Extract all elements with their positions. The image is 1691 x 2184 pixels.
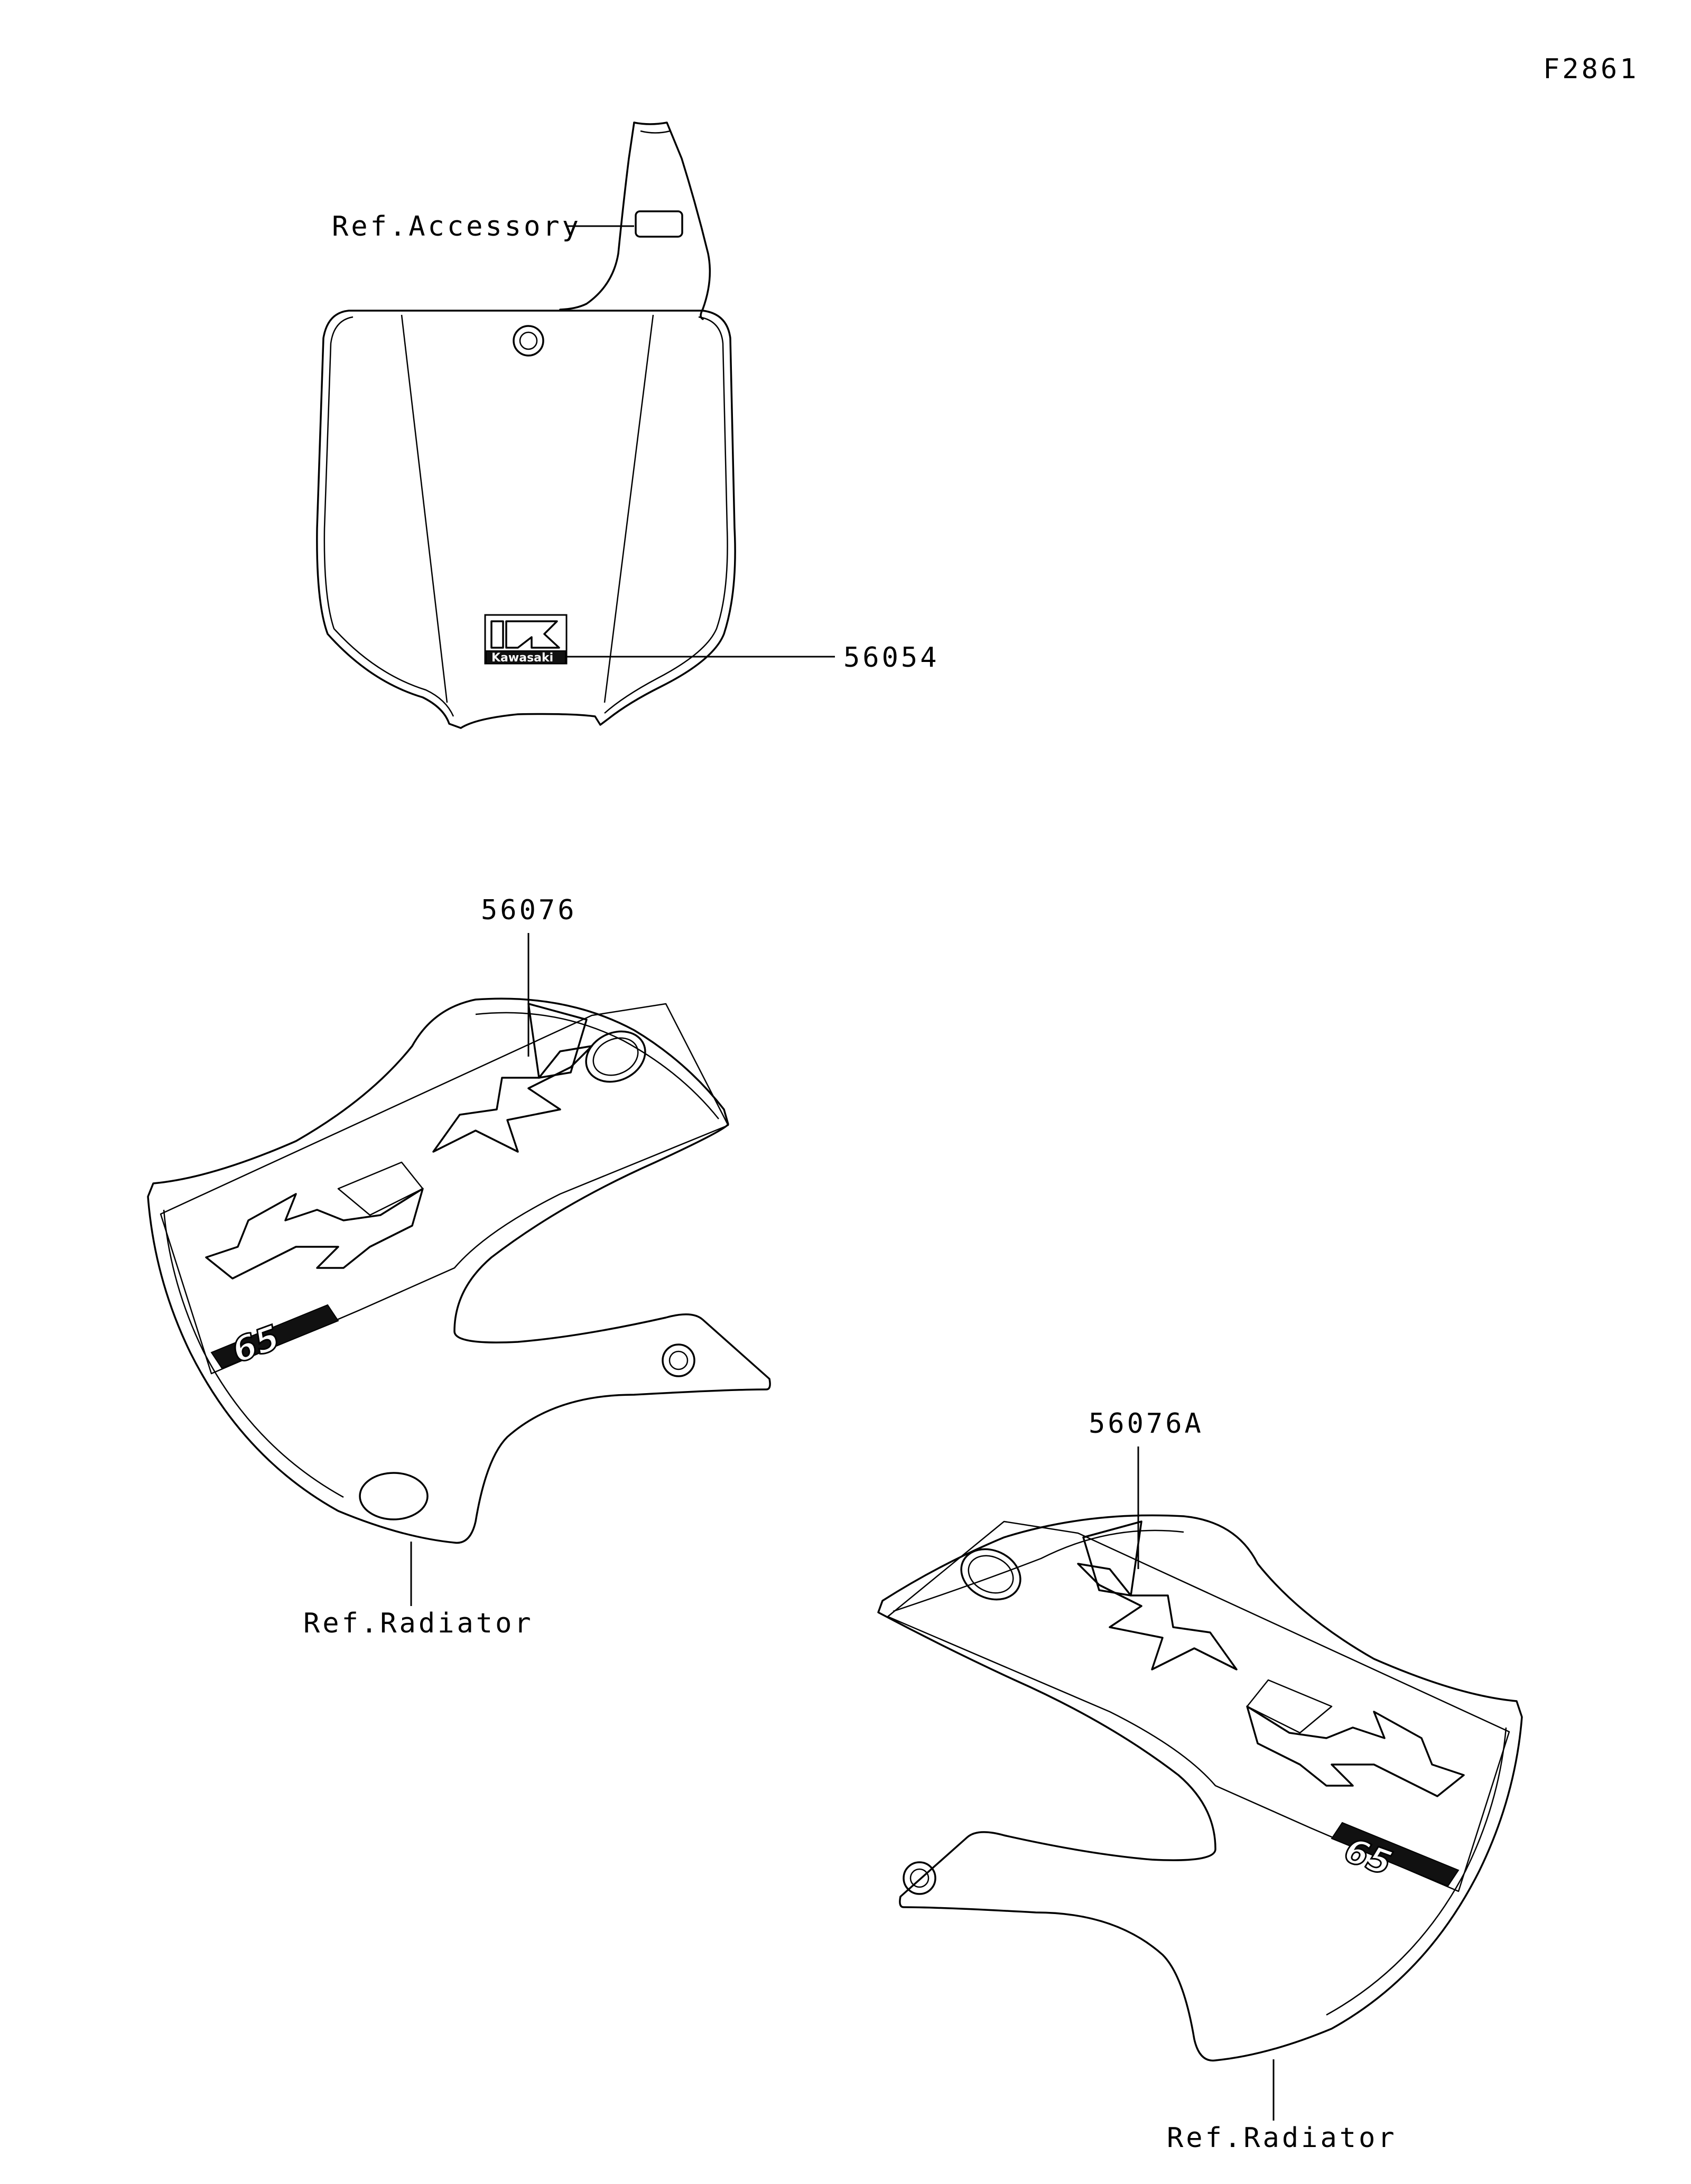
label-56076A: 56076A	[1089, 1408, 1204, 1440]
label-ref-radiator-right: Ref.Radiator	[1167, 2122, 1397, 2154]
kawasaki-logo-decal: Kawasaki	[484, 614, 568, 665]
right-radiator-shroud: 65	[877, 1514, 1523, 2062]
right-mounting-hole	[903, 1861, 936, 1895]
accessory-slot	[635, 210, 683, 238]
left-radiator-cutout	[359, 1472, 429, 1520]
left-mounting-hole	[662, 1343, 695, 1377]
label-56076: 56076	[481, 894, 577, 926]
kawasaki-wordmark: Kawasaki	[491, 651, 553, 665]
figure-id: F2861	[1543, 53, 1639, 85]
label-ref-accessory: Ref.Accessory	[332, 211, 581, 242]
left-oval-emblem	[585, 1030, 646, 1083]
left-65-badge-stripe	[210, 1304, 339, 1369]
right-kx-lettering	[1246, 1705, 1465, 1797]
right-65-badge-stripe	[1331, 1822, 1460, 1887]
left-kx-lettering	[205, 1188, 424, 1280]
label-56054: 56054	[843, 642, 940, 674]
mounting-hole	[513, 325, 544, 357]
label-ref-radiator-left: Ref.Radiator	[303, 1608, 534, 1639]
right-oval-emblem	[960, 1548, 1021, 1601]
front-number-plate: Kawasaki	[316, 122, 736, 729]
left-radiator-shroud: 65	[147, 997, 771, 1544]
